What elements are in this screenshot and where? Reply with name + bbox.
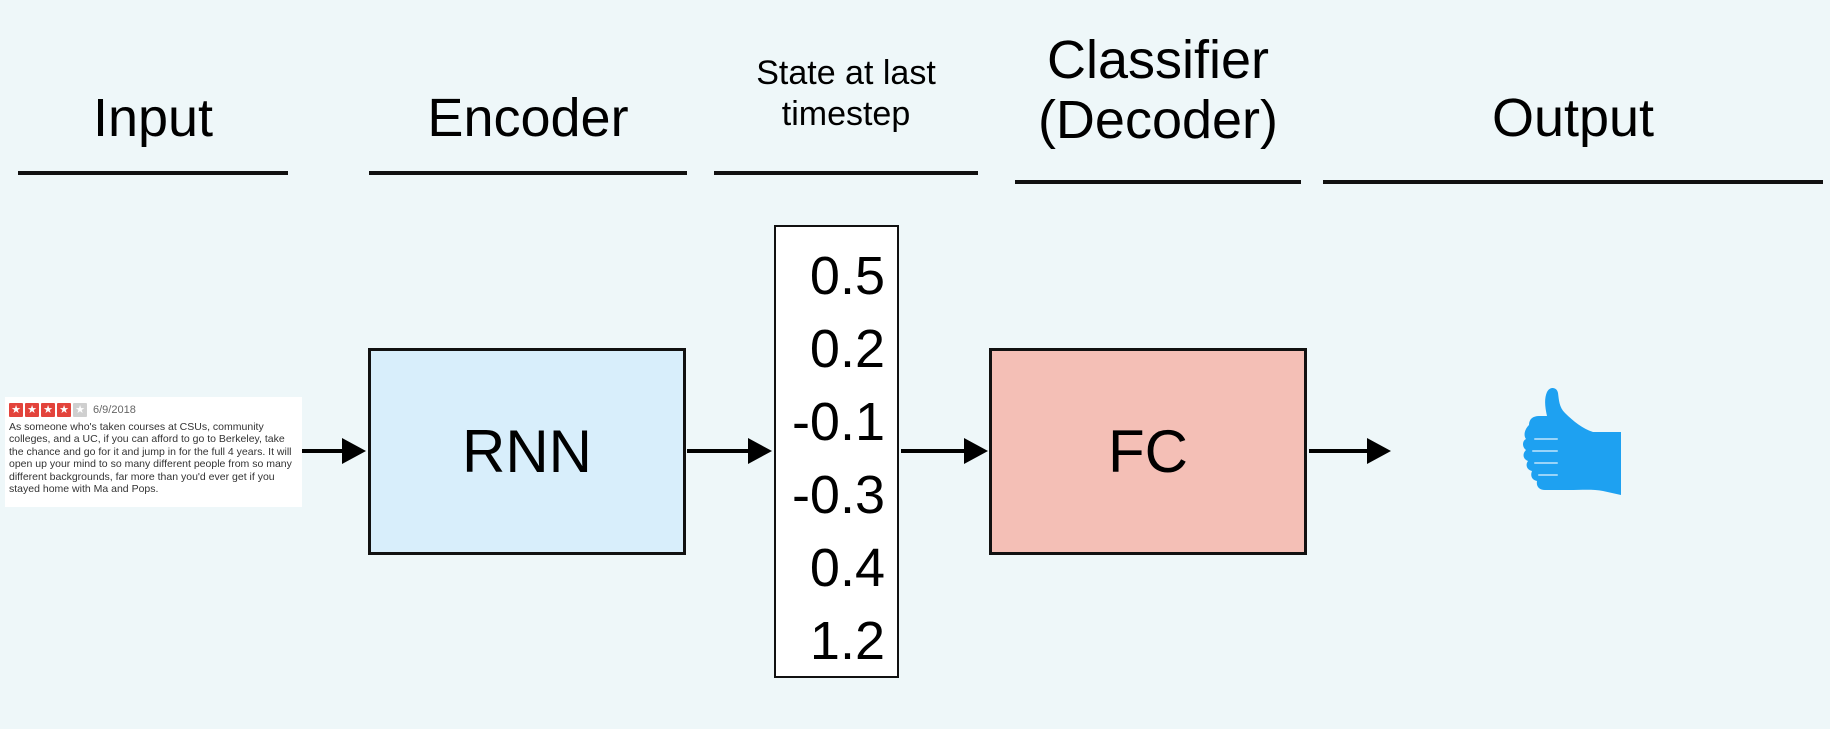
header-state: State at last timestep: [714, 53, 978, 135]
header-input-rule: [18, 171, 288, 175]
classifier-label: FC: [1108, 418, 1188, 485]
header-input: Input: [92, 88, 214, 148]
encoder-box: RNN: [368, 348, 686, 555]
header-output-rule: [1323, 180, 1823, 184]
header-state-line1: State at last: [756, 54, 936, 92]
encoder-label: RNN: [462, 418, 592, 485]
state-value: 0.2: [809, 319, 885, 379]
review-date: 6/9/2018: [93, 404, 136, 416]
header-classifier-line1: Classifier: [1046, 30, 1270, 90]
arrow-input-to-encoder: [302, 438, 366, 464]
state-value: 0.5: [809, 246, 885, 306]
state-vector: 0.5 0.2 -0.1 -0.3 0.4 1.2: [774, 225, 899, 678]
star-icon: ★: [9, 403, 23, 417]
header-classifier-rule: [1015, 180, 1301, 184]
classifier-box: FC: [989, 348, 1307, 555]
state-value: 0.4: [809, 538, 885, 598]
review-text: As someone who's taken courses at CSUs, …: [9, 421, 292, 496]
header-output: Output: [1491, 88, 1655, 148]
input-review: ★ ★ ★ ★ ★ 6/9/2018 As someone who's take…: [5, 397, 302, 507]
header-encoder-rule: [369, 171, 687, 175]
header-encoder: Encoder: [427, 88, 629, 148]
star-icon: ★: [57, 403, 71, 417]
thumbs-up-icon: [1523, 387, 1621, 495]
state-value: -0.3: [791, 465, 885, 525]
arrow-encoder-to-state: [687, 438, 772, 464]
review-rating: ★ ★ ★ ★ ★ 6/9/2018: [9, 402, 298, 418]
header-state-line2: timestep: [781, 94, 911, 133]
star-icon: ★: [25, 403, 39, 417]
arrow-state-to-classifier: [901, 438, 988, 464]
star-icon: ★: [41, 403, 55, 417]
star-empty-icon: ★: [73, 403, 87, 417]
header-state-rule: [714, 171, 978, 175]
state-value: 1.2: [809, 611, 885, 671]
state-value: -0.1: [791, 392, 885, 452]
header-classifier-line2: (Decoder): [1037, 90, 1279, 151]
header-classifier: Classifier (Decoder): [1015, 30, 1301, 151]
arrow-classifier-to-output: [1309, 438, 1391, 464]
